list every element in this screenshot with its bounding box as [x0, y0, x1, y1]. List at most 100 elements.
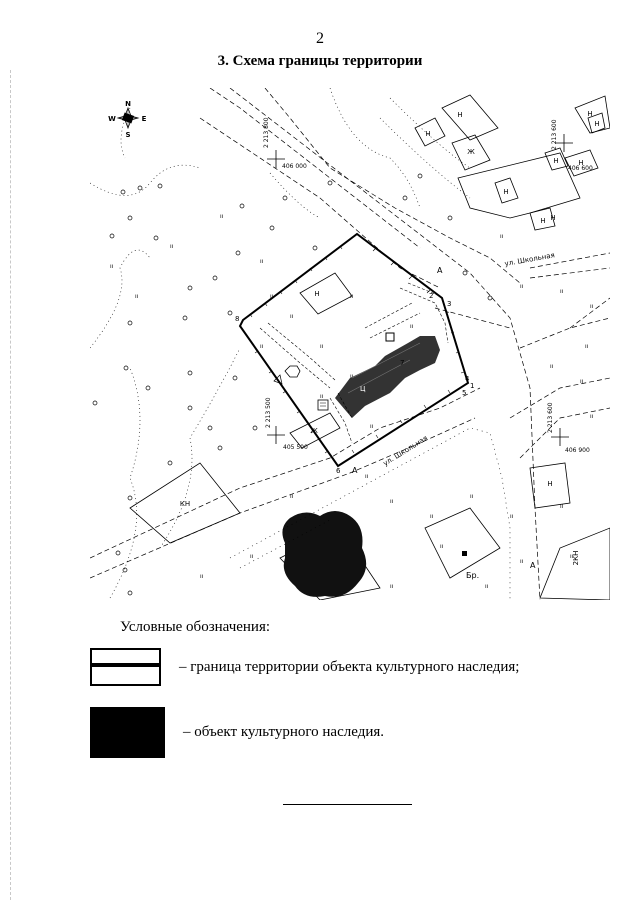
boundary-point: 5 — [462, 389, 466, 397]
svg-text:ıı: ıı — [590, 303, 594, 310]
building-label: Н — [578, 159, 583, 167]
legend-border-text: – граница территории объекта культурного… — [179, 658, 520, 675]
svg-text:ıı: ıı — [220, 213, 224, 220]
svg-text:ıı: ıı — [110, 263, 114, 270]
boundary-point: 4 — [465, 375, 470, 383]
building-label: 2КН — [572, 551, 580, 566]
coord-label: 405 500 — [283, 444, 308, 451]
svg-text:ıı: ıı — [410, 323, 414, 330]
coord-label: 2 213 800 — [263, 117, 270, 148]
svg-text:ıı: ıı — [350, 373, 354, 380]
boundary-swatch — [90, 648, 161, 686]
br-label: Бр. — [466, 571, 479, 580]
compass-n: N — [125, 100, 131, 108]
road-lines — [90, 88, 610, 600]
svg-text:ıı: ıı — [570, 553, 574, 560]
boundary-point: 1 — [470, 382, 474, 390]
svg-text:ıı: ıı — [170, 243, 174, 250]
building-label: Н — [594, 120, 599, 128]
small-object-marker — [462, 551, 467, 556]
page-number: 2 — [316, 30, 324, 47]
building-label: КН — [180, 500, 190, 508]
boundary-point: 2 — [429, 292, 433, 300]
svg-text:ıı: ıı — [560, 503, 564, 510]
svg-text:ıı: ıı — [520, 558, 524, 565]
road-label-a: А — [352, 466, 358, 475]
hatched-fences — [259, 282, 449, 444]
svg-text:ıı: ıı — [510, 513, 514, 520]
legend-heading: Условные обозначения: — [120, 619, 271, 635]
svg-text:ıı: ıı — [500, 233, 504, 240]
cultural-heritage-object — [317, 336, 440, 418]
legend-border-row: – граница территории объекта культурного… — [90, 648, 519, 686]
road-label-a: А — [437, 266, 443, 275]
building-label: Н — [503, 188, 508, 196]
arrow-marker — [273, 374, 283, 385]
building-label: Ж — [467, 148, 475, 156]
svg-text:ıı: ıı — [560, 288, 564, 295]
boundary-point: 7 — [400, 359, 404, 367]
svg-text:ıı: ıı — [585, 343, 589, 350]
svg-text:ıı: ıı — [320, 343, 324, 350]
coord-label: 2 213 600 — [547, 402, 554, 433]
svg-text:ıı: ıı — [290, 493, 294, 500]
legend-object-row: – объект культурного наследия. — [90, 707, 384, 758]
road-label-a: А — [530, 561, 536, 570]
object-label: Ц — [360, 385, 366, 393]
svg-text:ıı: ıı — [520, 283, 524, 290]
compass-rose: N W E S — [108, 100, 146, 139]
territory-boundary — [238, 232, 470, 468]
svg-text:ıı: ıı — [485, 583, 489, 590]
boundary-point: 8 — [235, 315, 239, 323]
svg-text:ıı: ıı — [365, 473, 369, 480]
terrain-contours — [90, 88, 471, 599]
coord-label: 2 213 600 — [551, 119, 558, 150]
pond — [282, 511, 367, 597]
svg-text:ıı: ıı — [390, 583, 394, 590]
legend-object-text: – объект культурного наследия. — [183, 724, 384, 740]
compass-s: S — [125, 131, 130, 139]
territory-map: ıı ıı ıı ıı ıı ıı ıı ıı ıı ıı ıı ıı ıı ıı ıı ıı ıı ı… — [90, 88, 610, 600]
vegetation-circles — [92, 173, 493, 596]
building-label: Н — [553, 157, 558, 165]
dotted-fence — [229, 427, 511, 600]
building-label: Н — [587, 110, 592, 118]
coord-label: 406 000 — [282, 163, 307, 170]
svg-text:ıı: ıı — [260, 343, 264, 350]
svg-text:ıı: ıı — [320, 393, 324, 400]
svg-text:ıı: ıı — [290, 313, 294, 320]
svg-text:ıı: ıı — [250, 553, 254, 560]
coord-label: 406 600 — [568, 165, 593, 172]
page-margin-line — [10, 70, 11, 900]
building-label: Н — [314, 290, 319, 298]
hexagon-marker — [284, 365, 301, 378]
building-label: Н — [540, 217, 545, 225]
svg-text:ıı: ıı — [430, 513, 434, 520]
svg-text:ıı: ıı — [200, 573, 204, 580]
page-title: 3. Схема границы территории — [217, 53, 423, 69]
compass-e: E — [142, 115, 147, 123]
building-label: Н — [457, 111, 462, 119]
svg-text:ıı: ıı — [370, 423, 374, 430]
object-swatch — [90, 707, 165, 758]
svg-text:ıı: ıı — [260, 258, 264, 265]
ring-marker — [385, 332, 395, 342]
boundary-point: 3 — [447, 300, 451, 308]
svg-text:ıı: ıı — [440, 543, 444, 550]
building-label: Ж — [310, 427, 318, 435]
svg-text:ıı: ıı — [470, 493, 474, 500]
coord-label: 2 213 500 — [265, 397, 272, 428]
svg-text:ıı: ıı — [580, 378, 584, 385]
separator-line — [283, 804, 412, 805]
svg-text:ıı: ıı — [390, 498, 394, 505]
svg-text:ıı: ıı — [135, 293, 139, 300]
svg-text:ıı: ıı — [270, 293, 274, 300]
compass-w: W — [108, 115, 116, 123]
svg-text:ıı: ıı — [590, 413, 594, 420]
svg-text:ıı: ıı — [550, 363, 554, 370]
building-label: Н — [547, 480, 552, 488]
grid-cross-marks — [267, 134, 573, 446]
building-label: Н — [425, 130, 430, 138]
building-label: Н — [550, 214, 555, 222]
boundary-point: 6 — [336, 467, 341, 475]
